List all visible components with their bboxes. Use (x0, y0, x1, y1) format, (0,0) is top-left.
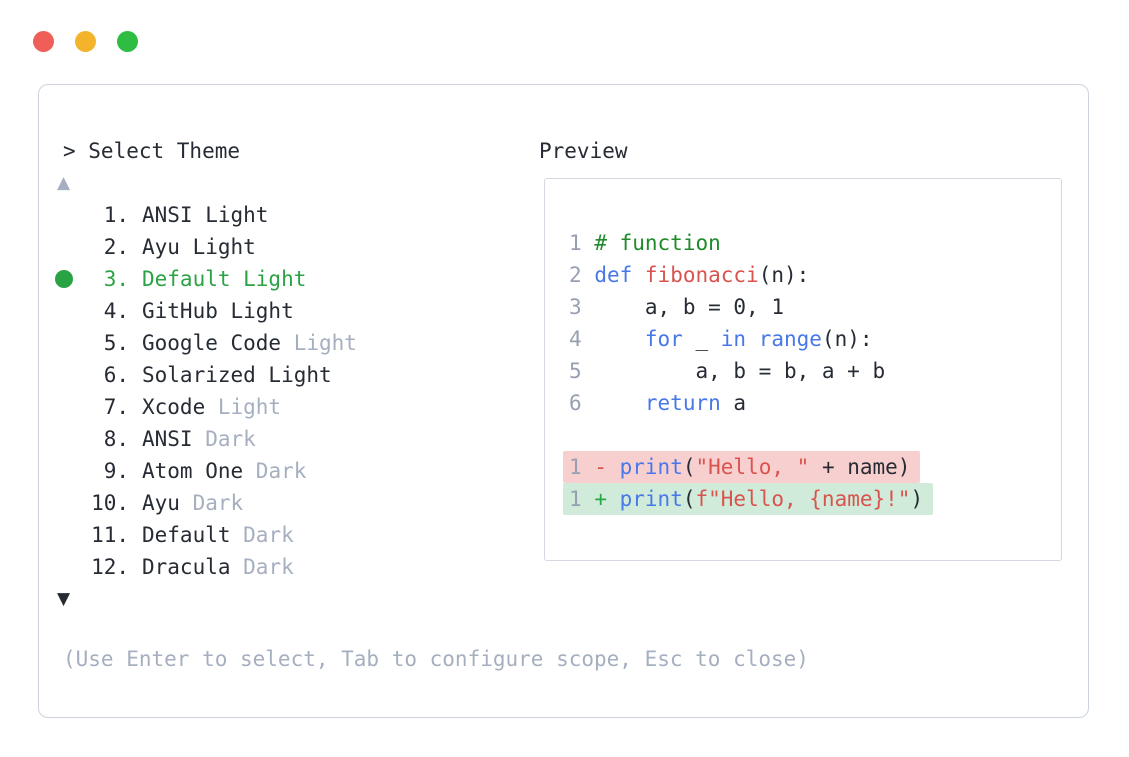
line-number: 4 (569, 327, 582, 351)
theme-list-item[interactable]: 10. Ayu Dark (39, 487, 529, 519)
theme-list-item[interactable]: 4. GitHub Light (39, 295, 529, 327)
theme-list-item[interactable]: 7. Xcode Light (39, 391, 529, 423)
theme-item-number: 9. (103, 459, 129, 483)
code-line: 5 a, b = b, a + b (569, 359, 886, 383)
theme-item-label: Xcode Light (142, 395, 282, 419)
theme-list-item[interactable]: 3. Default Light (39, 263, 529, 295)
code-line: 1 + print(f"Hello, {name}!") (545, 483, 1061, 515)
theme-list-item[interactable]: 1. ANSI Light (39, 199, 529, 231)
theme-list-item[interactable]: 8. ANSI Dark (39, 423, 529, 455)
theme-item-label: Solarized Light (142, 363, 332, 387)
theme-item-label: Ayu Dark (142, 491, 244, 515)
theme-item-number: 5. (103, 331, 129, 355)
theme-item-number: 10. (91, 491, 129, 515)
theme-item-label: GitHub Light (142, 299, 294, 323)
code-line: 1 - print("Hello, " + name) (545, 451, 1061, 483)
theme-list-item[interactable]: 2. Ayu Light (39, 231, 529, 263)
theme-item-label: Google Code Light (142, 331, 357, 355)
line-number: 1 (569, 455, 582, 479)
code-line: 6 return a (569, 391, 747, 415)
diff-plus-sign: + (594, 487, 607, 511)
code-line: 4 for _ in range(n): (569, 327, 873, 351)
theme-list-item[interactable]: 5. Google Code Light (39, 327, 529, 359)
zoom-button-icon[interactable] (117, 31, 138, 52)
theme-item-number: 1. (103, 203, 129, 227)
theme-item-number: 12. (91, 555, 129, 579)
code-line: 2 def fibonacci(n): (569, 263, 810, 287)
theme-item-label: Atom One Dark (142, 459, 307, 483)
theme-item-number: 4. (103, 299, 129, 323)
code-line: 1 # function (569, 231, 721, 255)
theme-item-label: Ayu Light (142, 235, 256, 259)
diff-minus-sign: - (594, 455, 607, 479)
line-number: 6 (569, 391, 582, 415)
theme-list-item[interactable]: 9. Atom One Dark (39, 455, 529, 487)
preview-box: 1 # function 2 def fibonacci(n): 3 a, b = … (544, 178, 1062, 561)
help-text: (Use Enter to select, Tab to configure s… (63, 647, 809, 671)
close-button-icon[interactable] (33, 31, 54, 52)
theme-list-item[interactable]: 12. Dracula Dark (39, 551, 529, 583)
selected-dot-icon (55, 270, 73, 288)
preview-title: Preview (539, 139, 628, 163)
theme-item-label: ANSI Dark (142, 427, 256, 451)
theme-list-item[interactable]: 6. Solarized Light (39, 359, 529, 391)
scroll-up-icon[interactable]: ▲ (57, 173, 71, 193)
minimize-button-icon[interactable] (75, 31, 96, 52)
theme-item-number: 3. (103, 267, 129, 291)
line-number: 2 (569, 263, 582, 287)
theme-item-number: 2. (103, 235, 129, 259)
line-number: 5 (569, 359, 582, 383)
theme-list-item[interactable]: 11. Default Dark (39, 519, 529, 551)
theme-item-label: ANSI Light (142, 203, 269, 227)
theme-item-label: Dracula Dark (142, 555, 294, 579)
theme-item-label: Default Dark (142, 523, 294, 547)
select-theme-prompt: > Select Theme (63, 139, 241, 163)
window-controls (33, 31, 138, 52)
theme-item-number: 11. (91, 523, 129, 547)
code-block: 1 # function 2 def fibonacci(n): 3 a, b = … (545, 227, 1061, 515)
theme-item-number: 6. (103, 363, 129, 387)
line-number: 1 (569, 487, 582, 511)
code-line: 3 a, b = 0, 1 (569, 295, 784, 319)
theme-picker-window: > Select Theme ▲ 1. ANSI Light 2. Ayu Li… (38, 84, 1089, 718)
code-line (545, 419, 1061, 451)
line-number: 1 (569, 231, 582, 255)
theme-list: 1. ANSI Light 2. Ayu Light 3. Default Li… (39, 199, 529, 583)
theme-item-label: Default Light (142, 267, 307, 291)
line-number: 3 (569, 295, 582, 319)
theme-item-number: 7. (103, 395, 129, 419)
scroll-down-icon[interactable]: ▼ (57, 589, 71, 609)
theme-item-number: 8. (103, 427, 129, 451)
